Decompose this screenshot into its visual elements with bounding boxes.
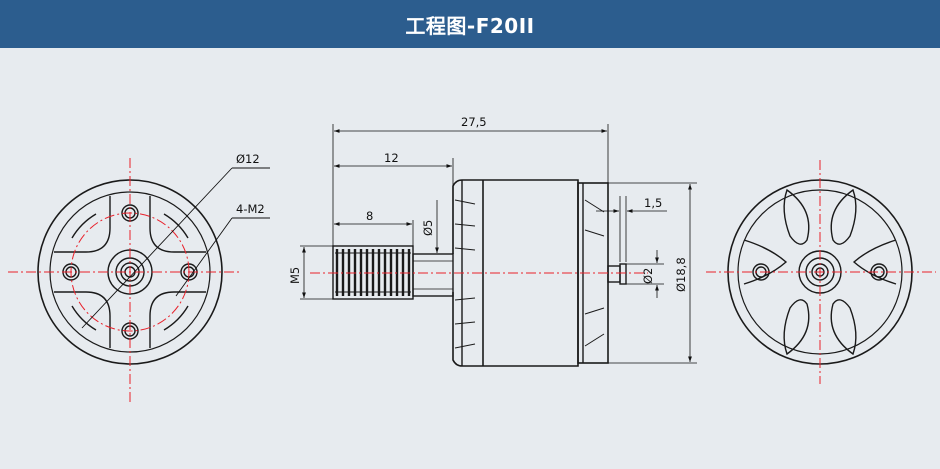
front-center-lines <box>8 158 240 404</box>
dim-shaft-to-bell: 12 <box>384 151 399 165</box>
dim-thread-length: 8 <box>366 209 373 223</box>
page-title: 工程图-F20II <box>405 13 535 38</box>
dim-pilot-length: 1,5 <box>644 196 662 210</box>
dim-thread-size: M5 <box>288 267 302 284</box>
rear-center-lines <box>706 160 936 384</box>
dim-overall-length: 27,5 <box>461 115 487 129</box>
engineering-drawing: Ø12 4-M2 <box>8 115 936 404</box>
side-dimensions <box>300 124 697 364</box>
dim-shaft-diameter: Ø5 <box>421 220 435 236</box>
header-bar: 工程图-F20II <box>0 0 940 48</box>
dim-hole-circle: Ø12 <box>236 152 260 166</box>
dim-pilot-diameter: Ø2 <box>641 268 655 284</box>
dim-bell-diameter: Ø18,8 <box>674 257 688 292</box>
dim-mount-holes: 4-M2 <box>236 202 265 216</box>
front-leaders <box>81 167 270 329</box>
